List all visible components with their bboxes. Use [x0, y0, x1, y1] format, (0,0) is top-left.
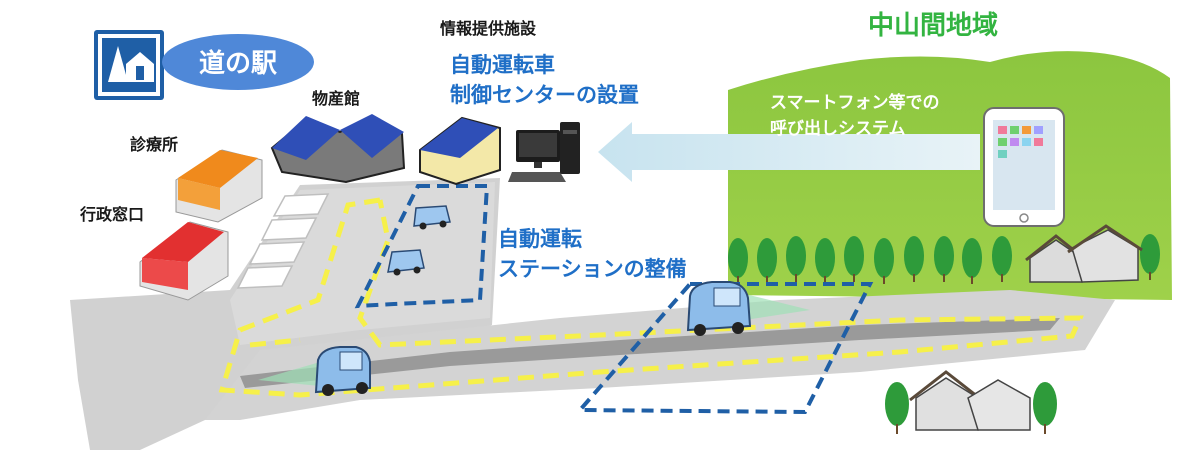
building-admin-office [139, 221, 229, 301]
vehicle-road-right [686, 281, 810, 336]
house-lower [909, 370, 1031, 431]
michi-no-eki-logo [94, 30, 164, 100]
region-title: 中山間地域 [868, 11, 998, 41]
clinic-label: 診療所 [130, 135, 178, 154]
building-info-facility [419, 116, 501, 186]
call-arrow [598, 122, 980, 182]
market-hall-label: 物産館 [312, 89, 360, 108]
tree-row [728, 234, 1160, 434]
computer-icon [508, 122, 580, 182]
parking-slots [236, 193, 330, 289]
station-line2: ステーションの整備 [498, 257, 687, 281]
control-center-line2: 制御センターの設置 [450, 83, 639, 107]
building-clinic [175, 149, 263, 223]
michi-no-eki-pill [162, 34, 314, 90]
control-center-line1: 自動運転車 [450, 53, 555, 77]
house-upper-right [1025, 224, 1143, 283]
vehicle-station-bottom [387, 249, 425, 276]
station-line1: 自動運転 [498, 227, 582, 251]
smartphone-line1: スマートフォン等での [770, 92, 940, 113]
station-dashed-box [354, 184, 874, 415]
info-facility-label: 情報提供施設 [440, 19, 537, 38]
tablet-icon [983, 107, 1065, 227]
michi-no-eki-label: 道の駅 [199, 48, 277, 79]
admin-office-label: 行政窓口 [79, 205, 144, 224]
smartphone-line2: 呼び出しシステム [770, 118, 906, 139]
building-market-hall [270, 114, 406, 184]
route-lines [218, 197, 1084, 398]
vehicle-road-left [258, 346, 371, 396]
vehicle-station-top [413, 205, 451, 230]
